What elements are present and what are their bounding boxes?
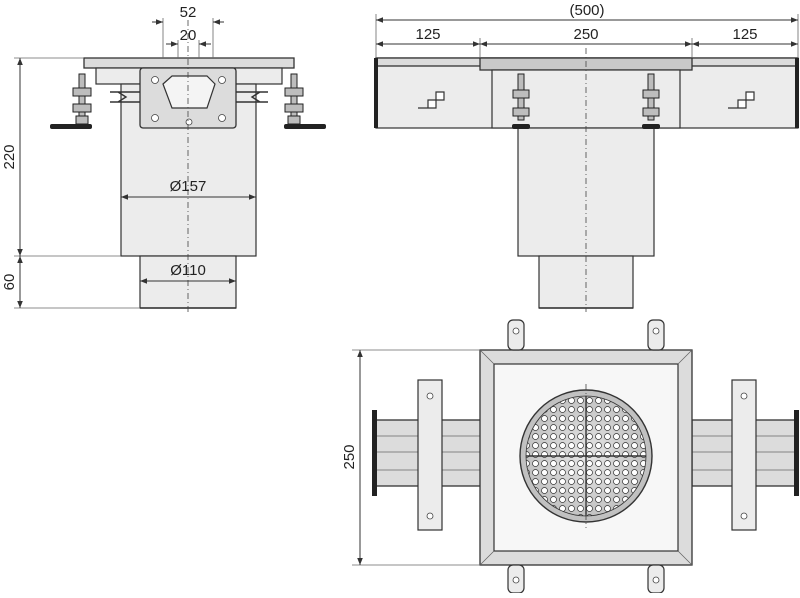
- front-right-bolt: [642, 73, 660, 129]
- dim-total-width: (500): [569, 2, 604, 19]
- side-view: 52 20 220 60 Ø157 Ø110: [1, 4, 326, 312]
- dim-body-height: 220: [1, 144, 18, 169]
- dim-right-flange: 125: [732, 26, 757, 43]
- dim-top-side: 250: [341, 444, 358, 469]
- dim-top-inner: 20: [180, 27, 197, 44]
- dim-outlet-height: 60: [1, 274, 18, 291]
- front-clip-left-icon: [418, 91, 445, 109]
- side-right-bolt: [284, 73, 326, 129]
- side-flange-plate: [83, 57, 295, 69]
- front-view: (500) 125 250 125: [374, 2, 799, 312]
- front-clip-right-icon: [728, 91, 755, 109]
- dim-top-outer: 52: [180, 4, 197, 21]
- top-tab-right: [731, 379, 757, 531]
- dim-left-flange: 125: [415, 26, 440, 43]
- top-lugs: [507, 319, 665, 594]
- side-funnel: [162, 75, 216, 109]
- top-view: 250: [341, 319, 799, 594]
- top-tab-left: [417, 379, 443, 531]
- dim-center: 250: [573, 26, 598, 43]
- side-left-bolt: [50, 73, 92, 129]
- front-left-bolt: [512, 73, 530, 129]
- dim-body-diameter: Ø157: [170, 178, 207, 195]
- dim-outlet-diameter: Ø110: [170, 262, 206, 279]
